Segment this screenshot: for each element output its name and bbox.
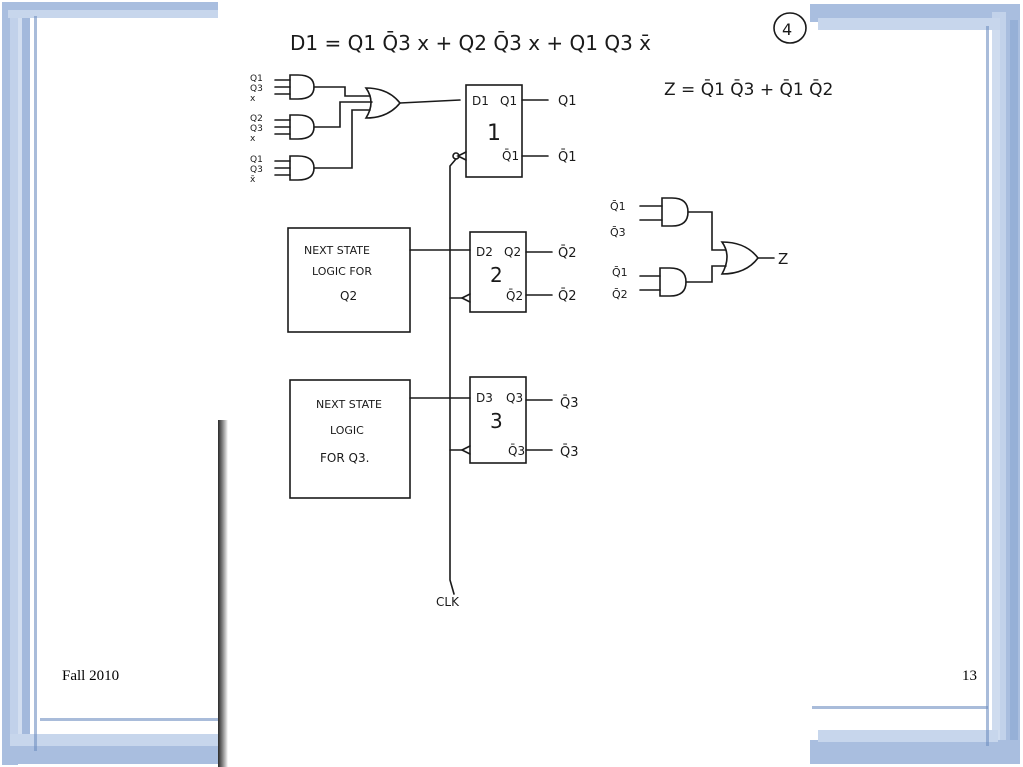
ff1-d-label: D1: [472, 94, 489, 108]
ff3-number: 3: [490, 409, 503, 433]
logic-box-q2-line1: NEXT STATE: [304, 244, 370, 257]
page-number: 13: [962, 668, 977, 684]
ff1-number: 1: [487, 121, 501, 146]
and3-input-label: x̄: [250, 175, 256, 185]
logic-box-q3-line3: FOR Q3.: [320, 451, 369, 465]
ff3-qbar-label: Q̄3: [508, 444, 525, 458]
or-gate-z: [720, 241, 760, 275]
logic-box-q3-line2: LOGIC: [330, 424, 364, 437]
z-and1-input-label: Q̄1: [610, 200, 626, 213]
flipflop-1: [465, 84, 523, 178]
scan-shadow-edge: [218, 420, 228, 767]
ff1-output-qbar: Q̄1: [558, 150, 577, 165]
clk-label: CLK: [436, 595, 460, 609]
ff1-output-q: Q1: [558, 94, 577, 109]
logic-box-q3: [289, 379, 411, 499]
ff3-output-qbar: Q̄3: [560, 445, 579, 460]
ff3-q-label: Q3: [506, 391, 523, 405]
logic-box-q2-line2: LOGIC FOR: [312, 265, 372, 278]
logic-box-q2: [287, 227, 411, 333]
and3-input-label: Q1: [250, 155, 263, 165]
clock-line: [449, 158, 457, 595]
and1-input-label: Q1: [250, 74, 263, 84]
z-and2-input-label: Q̄2: [612, 288, 628, 301]
ff2-d-label: D2: [476, 245, 493, 259]
and1-input-label: x: [250, 94, 256, 104]
z-equation: Z = Q̄1 Q̄3 + Q̄1 Q̄2: [664, 78, 833, 100]
ff2-number: 2: [490, 263, 503, 287]
and1-input-label: Q3: [250, 84, 263, 94]
ff3-d-label: D3: [476, 391, 493, 405]
ff1-q-label: Q1: [500, 94, 517, 108]
ff2-output-qbar: Q̄2: [558, 289, 577, 304]
flipflop-2: [469, 231, 527, 313]
logic-box-q2-line3: Q2: [340, 289, 357, 303]
d1-equation: D1 = Q1 Q̄3 x + Q2 Q̄3 x + Q1 Q3 x̄: [290, 30, 651, 55]
ff1-qbar-label: Q̄1: [502, 149, 519, 163]
flipflop-3: [469, 376, 527, 464]
and2-input-label: Q2: [250, 114, 263, 124]
z-output-label: Z: [778, 250, 788, 268]
and2-input-label: Q3: [250, 124, 263, 134]
and2-input-label: x: [250, 134, 256, 144]
page-mark: 4: [782, 20, 792, 39]
logic-box-q3-line1: NEXT STATE: [316, 398, 382, 411]
ff2-qbar-label: Q̄2: [506, 289, 523, 303]
and3-input-label: Q3: [250, 165, 263, 175]
z-and2-input-label: Q̄1: [612, 266, 628, 279]
scanned-page: [218, 0, 810, 767]
z-and1-input-label: Q̄3: [610, 226, 626, 239]
page-mark-circle: [773, 12, 807, 44]
ff2-q-label: Q2: [504, 245, 521, 259]
ff2-output-q: Q̄2: [558, 246, 577, 261]
footer-date: Fall 2010: [62, 668, 120, 684]
ff3-output-q: Q̄3: [560, 396, 579, 411]
